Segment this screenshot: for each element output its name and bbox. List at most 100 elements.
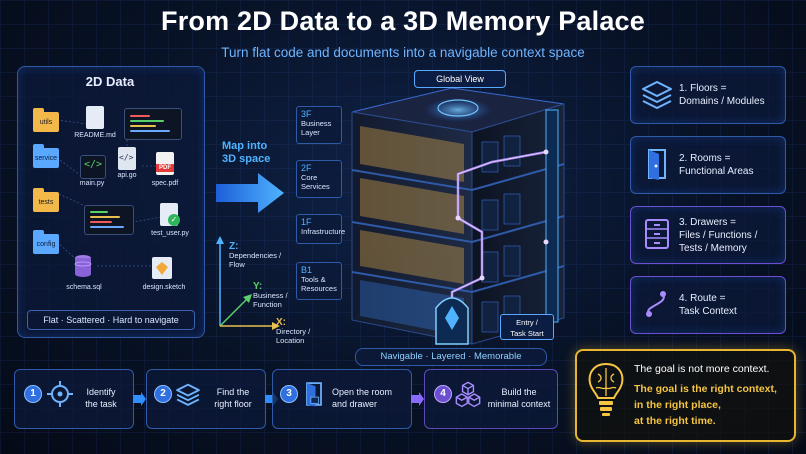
building-tagline: Navigable · Layered · Memorable <box>355 348 547 366</box>
axis-desc: Location <box>276 336 305 345</box>
floor-name: Infrastructure <box>301 227 346 236</box>
axis-desc: Business / <box>253 291 288 300</box>
entry-line: Entry / <box>516 318 538 327</box>
step-line: Identify <box>86 387 116 397</box>
concept-card-route: 4. Route = Task Context <box>630 276 786 334</box>
cubes-icon <box>455 381 481 408</box>
file-label: main.py <box>79 180 105 187</box>
floor-name: Services <box>301 182 330 191</box>
step-line: Open the room <box>332 387 393 397</box>
floor-code: 2F <box>301 163 312 173</box>
memory-palace-building <box>351 87 565 345</box>
axis-desc: Dependencies / <box>229 251 282 260</box>
axis-desc: Directory / <box>276 327 311 336</box>
folder-label: utils <box>39 119 53 126</box>
folder-label: tests <box>38 199 54 206</box>
axis-desc: Function <box>253 300 282 309</box>
file-label: schema.sql <box>66 284 102 291</box>
concept-text: 2. Rooms = Functional Areas <box>679 152 783 178</box>
floor-label-3f: 3F Business Layer <box>296 106 342 144</box>
check-icon: ✓ <box>168 214 180 226</box>
concept-desc: Functional Areas <box>679 166 754 177</box>
folder-label: service <box>34 155 58 162</box>
concept-desc: Files / Functions / <box>679 230 758 241</box>
floor-name: Tools & <box>301 275 326 284</box>
python-file-icon: </> <box>80 155 106 179</box>
step-line: Build the <box>501 387 537 397</box>
goal-line: at the right time. <box>634 415 716 427</box>
entry-label: Entry / Task Start <box>500 314 554 340</box>
floor-label-2f: 2F Core Services <box>296 160 342 198</box>
drawer-icon <box>645 219 669 249</box>
code-window-icon <box>84 205 134 235</box>
folder-icon <box>33 108 59 132</box>
axis-key: Z: <box>229 241 239 252</box>
file-label: api.go <box>117 172 137 179</box>
step-arrow-icon <box>411 392 424 406</box>
concept-title: 3. Drawers = <box>679 217 736 228</box>
step-text: Identify the task <box>76 386 126 410</box>
y-axis-label: Y: Business / Function <box>253 281 288 310</box>
map-label-line: Map into <box>222 140 268 152</box>
floor-name: Business <box>301 119 332 128</box>
axis-key: Y: <box>253 281 263 292</box>
map-label: Map into 3D space <box>222 140 270 166</box>
axes-diagram <box>216 236 280 330</box>
concept-title: 4. Route = <box>679 293 726 304</box>
step-text: Build the minimal context <box>484 386 554 410</box>
goal-line: in the right place, <box>634 399 721 411</box>
floor-name: Resources <box>301 284 337 293</box>
concept-text: 1. Floors = Domains / Modules <box>679 82 783 108</box>
global-view-label: Global View <box>414 70 506 88</box>
concept-card-drawers: 3. Drawers = Files / Functions / Tests /… <box>630 206 786 264</box>
floor-name: Core <box>301 173 318 182</box>
floor-code: 1F <box>301 217 312 227</box>
file-label: test_user.py <box>151 230 189 237</box>
door-icon <box>648 149 666 180</box>
database-icon <box>74 255 92 277</box>
goal-line: The goal is the right context, <box>634 383 777 395</box>
step-number: 3 <box>280 385 298 403</box>
concept-card-floors: 1. Floors = Domains / Modules <box>630 66 786 124</box>
folder-label: config <box>36 241 56 248</box>
two-d-data-title: 2D Data <box>85 74 135 89</box>
step-text: Find the right floor <box>204 386 262 410</box>
step-number: 1 <box>24 385 42 403</box>
floor-label-b1: B1 Tools & Resources <box>296 262 342 300</box>
x-axis-label: X: Directory / Location <box>276 317 311 346</box>
file-label: spec.pdf <box>151 180 179 187</box>
concept-desc: Task Context <box>679 306 737 317</box>
concept-desc: Domains / Modules <box>679 96 765 107</box>
step-line: right floor <box>214 399 252 409</box>
concept-card-rooms: 2. Rooms = Functional Areas <box>630 136 786 194</box>
entry-line: Task Start <box>510 329 544 338</box>
file-label: design.sketch <box>142 284 186 291</box>
code-window-icon <box>124 108 182 140</box>
folder-icon <box>33 188 59 212</box>
page-subtitle: Turn flat code and documents into a navi… <box>221 45 585 60</box>
step-arrow-icon <box>133 392 146 406</box>
route-icon <box>646 291 666 317</box>
floor-code: B1 <box>301 265 313 275</box>
pdf-file-icon: PDF <box>156 152 174 175</box>
concept-text: 3. Drawers = Files / Functions / Tests /… <box>679 216 783 255</box>
go-file-icon: </> <box>118 147 136 170</box>
goal-emphasis: The goal is the right context, in the ri… <box>634 381 794 429</box>
goal-line-1: The goal is not more context. <box>634 363 770 375</box>
data-caption: Flat · Scattered · Hard to navigate <box>27 310 195 330</box>
sketch-file-icon <box>152 257 172 279</box>
axis-key: X: <box>276 317 286 328</box>
concept-desc: Tests / Memory <box>679 243 747 254</box>
folder-icon <box>33 230 59 254</box>
pdf-badge: PDF <box>156 164 174 172</box>
floor-code: 3F <box>301 109 312 119</box>
brain-bulb-icon <box>588 362 624 416</box>
target-icon <box>47 381 73 407</box>
step-line: minimal context <box>487 399 551 409</box>
folder-icon <box>33 144 59 168</box>
step-number: 4 <box>434 385 452 403</box>
step-line: Find the <box>216 387 250 397</box>
step-number: 2 <box>154 385 172 403</box>
step-text: Open the room and drawer <box>332 386 408 410</box>
map-label-line: 3D space <box>222 153 271 165</box>
